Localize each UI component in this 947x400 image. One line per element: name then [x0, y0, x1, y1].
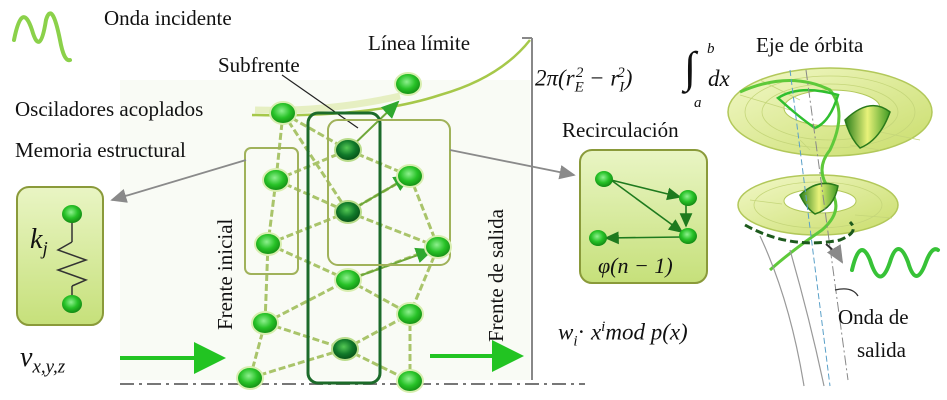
subfront-box [306, 111, 382, 385]
incident-wave-icon [12, 11, 72, 63]
recirculation-arrow [449, 149, 576, 180]
integral-lower: a [694, 95, 702, 111]
recirculation-panel [579, 149, 708, 284]
incident-wave-label: Onda incidente [104, 6, 232, 30]
structural-memory-panel [16, 186, 104, 326]
initial-front-box [244, 147, 299, 275]
exit-front-label: Frente de salida [484, 209, 508, 342]
oscillator-nodes [236, 72, 452, 393]
spring-constant-label: kj [30, 224, 48, 260]
initial-front-label: Frente inicial [213, 218, 237, 330]
spring-icon [55, 241, 89, 287]
recirculation-label: Recirculación [562, 118, 679, 142]
boundary-line-label: Línea límite [368, 31, 471, 55]
coupled-oscillators-label: Osciladores acoplados [15, 97, 204, 121]
integral-sign: ∫ [684, 43, 697, 92]
phi-label: φ(n − 1) [598, 253, 673, 278]
memory-arrow [110, 159, 247, 203]
orbit-torus-illustration [727, 67, 933, 387]
output-wave-icon [850, 247, 940, 279]
integral-dx: dx [708, 66, 730, 91]
subfront-label: Subfrente [218, 53, 300, 77]
integral-formula: 2π(rE2 − rI2) [535, 65, 633, 96]
exit-front-box [327, 119, 451, 266]
polynomial-formula: wi· ximod p(x) [558, 319, 688, 350]
velocity-label: vx,y,z [20, 342, 66, 378]
structural-memory-label: Memoria estructural [15, 138, 186, 162]
output-wave-label-line2: salida [857, 338, 906, 362]
integral-upper: b [707, 41, 715, 57]
orbit-path [739, 79, 841, 272]
orbit-axis-label: Eje de órbita [756, 33, 864, 57]
output-wave-label-line1: Onda de [838, 305, 909, 329]
